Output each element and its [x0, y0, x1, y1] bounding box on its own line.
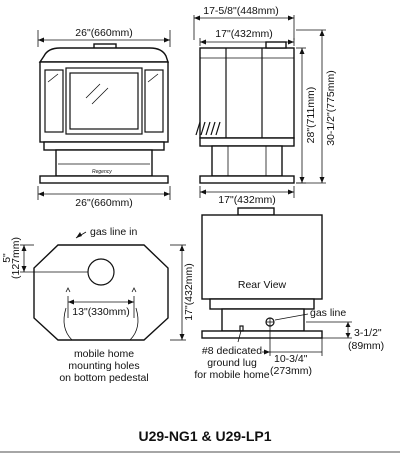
- pedestal-note-line1: mobile home: [74, 348, 134, 360]
- pedestal-view: gas line in 5" (127mm) 13"(330mm): [1, 226, 195, 384]
- pedestal-gas-line-label: gas line in: [90, 226, 137, 238]
- front-view: 26"(660mm) Regency 26"(660mm): [37, 27, 171, 209]
- pedestal-offset-mm: (127mm): [10, 237, 22, 279]
- front-top-width: 26"(660mm): [75, 27, 132, 39]
- pedestal-depth-dimension: 17"(432mm): [170, 244, 195, 341]
- side-pedestal: [211, 145, 283, 177]
- rear-height-mm: (89mm): [348, 340, 384, 352]
- front-glass: [69, 72, 139, 130]
- side-depth-top: 17-5/8"(448mm): [203, 5, 279, 17]
- right-side-glass: [144, 69, 164, 133]
- mounting-hole-right: [131, 287, 137, 293]
- rear-flue: [237, 207, 275, 216]
- front-base-plate: [39, 175, 169, 184]
- pedestal-offset-inch: 5": [1, 253, 13, 263]
- mounting-hole-left: [65, 287, 71, 293]
- side-cabinet: [199, 47, 295, 139]
- side-flue: [265, 41, 287, 49]
- side-depth-bottom: 17"(432mm): [218, 194, 275, 206]
- side-base-plate: [199, 175, 295, 184]
- pedestal-note-line3: on bottom pedestal: [59, 372, 148, 384]
- front-top-dimension: 26"(660mm): [37, 27, 171, 47]
- ground-lug: [239, 325, 244, 332]
- pedestal-depth: 17"(432mm): [183, 263, 195, 320]
- pedestal-note-line2: mounting holes: [68, 360, 139, 372]
- ash-lip: [43, 141, 165, 151]
- stove-top: [38, 47, 169, 63]
- rear-base-plate: [201, 330, 323, 339]
- pedestal-hole-spacing-dimension: 13"(330mm): [63, 296, 139, 341]
- left-side-glass: [44, 69, 64, 133]
- rear-offset-dimension: 10-3/4" (273mm): [262, 326, 323, 377]
- front-door-frame: [65, 67, 143, 135]
- rear-gas-line-label: gas line: [310, 307, 346, 319]
- brand-badge: Regency: [92, 169, 112, 175]
- side-height-overall: 30-1/2"(775mm): [325, 70, 337, 146]
- rear-lug-line3: for mobile home: [194, 369, 269, 381]
- side-depth-top-dimension: 17-5/8"(448mm): [193, 5, 295, 40]
- rear-ash-lip: [209, 298, 315, 310]
- rear-height-inch: 3-1/2": [354, 327, 382, 339]
- front-bottom-width: 26"(660mm): [75, 197, 132, 209]
- pedestal-offset-dimension: 5" (127mm): [1, 237, 88, 279]
- front-bottom-dimension: 26"(660mm): [37, 186, 171, 209]
- stove-cabinet: [39, 61, 169, 143]
- side-ash-lip: [199, 137, 295, 147]
- pedestal-outline: [33, 244, 169, 341]
- rear-height-dimension: 3-1/2" (89mm): [306, 321, 384, 352]
- rear-view-title: Rear View: [238, 279, 287, 291]
- rear-lug-line2: ground lug: [207, 357, 257, 369]
- side-depth-bottom-dimension: 17"(432mm): [199, 186, 295, 206]
- model-title: U29-NG1 & U29-LP1: [138, 428, 271, 444]
- rear-pedestal: [221, 308, 305, 332]
- side-height-overall-dimension: 30-1/2"(775mm): [296, 29, 337, 184]
- side-height-inner: 28"(711mm): [305, 87, 317, 144]
- side-depth-inner: 17"(432mm): [215, 28, 272, 40]
- side-view: 17-5/8"(448mm) 17"(432mm): [193, 5, 337, 206]
- rear-offset-mm: (273mm): [270, 365, 312, 377]
- side-height-inner-dimension: 28"(711mm): [296, 47, 317, 184]
- rear-lug-line1: #8 dedicated: [202, 345, 262, 357]
- pedestal-hole-spacing: 13"(330mm): [72, 306, 129, 318]
- rear-offset-inch: 10-3/4": [274, 353, 308, 365]
- heat-exchanger-fins: [195, 121, 221, 136]
- rear-view: Rear View gas line #8 dedicated ground l…: [194, 207, 384, 381]
- rear-cabinet: [201, 214, 323, 300]
